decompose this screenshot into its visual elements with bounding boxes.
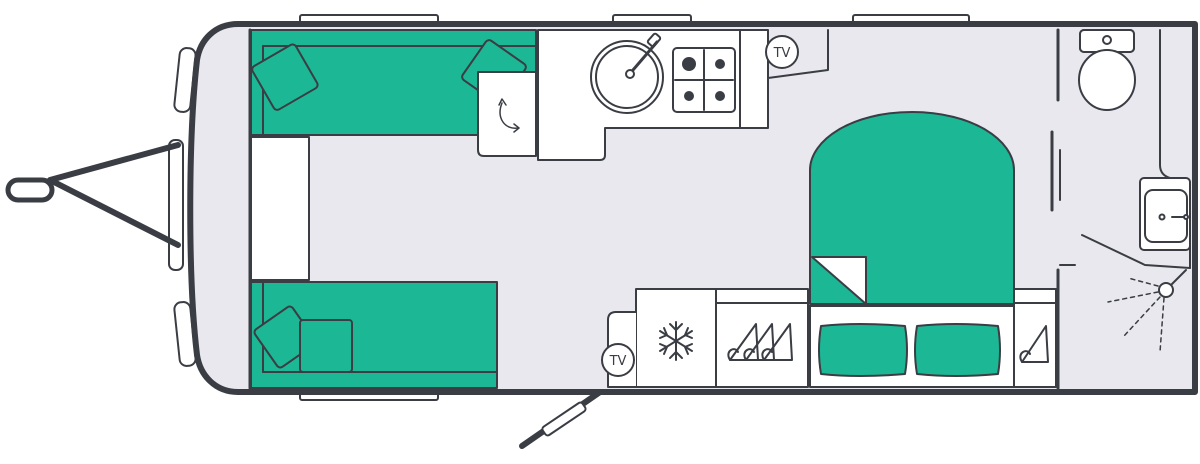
front-chest [250, 136, 310, 281]
bottom-units [607, 288, 1057, 388]
tv-label-bottom: TV [609, 354, 627, 369]
toilet-icon [1078, 29, 1136, 111]
bed-cover-fold [811, 256, 867, 305]
tow-hitch [5, 142, 181, 248]
hitch-coupling [5, 177, 55, 203]
entrance-door [519, 389, 603, 449]
wardrobe-hanger-icon [727, 323, 793, 361]
cushion [299, 319, 353, 373]
tv-icon [601, 343, 635, 377]
tv-bottom [601, 343, 635, 377]
pillow-left [818, 323, 908, 377]
bed-pillows [818, 323, 1001, 377]
washroom [1050, 28, 1191, 390]
kitchen-worktop [537, 29, 829, 161]
tv-label-top: TV [773, 46, 791, 61]
cushion [251, 43, 319, 111]
bedside-wardrobe [1013, 288, 1057, 388]
window-front-middle [168, 139, 184, 271]
sink-icon [590, 32, 664, 114]
tv-top [765, 35, 799, 69]
hob-icon [672, 47, 736, 113]
swivel-seat-arrow-icon [499, 102, 519, 129]
pillow-right [914, 323, 1001, 377]
island-bed [807, 111, 1017, 307]
swivel-seat [477, 71, 537, 157]
windows [168, 14, 970, 401]
tv-icon [765, 35, 799, 69]
fridge-snowflake-icon [659, 321, 693, 361]
wardrobe-hanger-icon [1019, 325, 1049, 363]
kitchen [537, 29, 829, 161]
washbasin-icon [1139, 177, 1191, 251]
shower-icon [1107, 269, 1187, 353]
